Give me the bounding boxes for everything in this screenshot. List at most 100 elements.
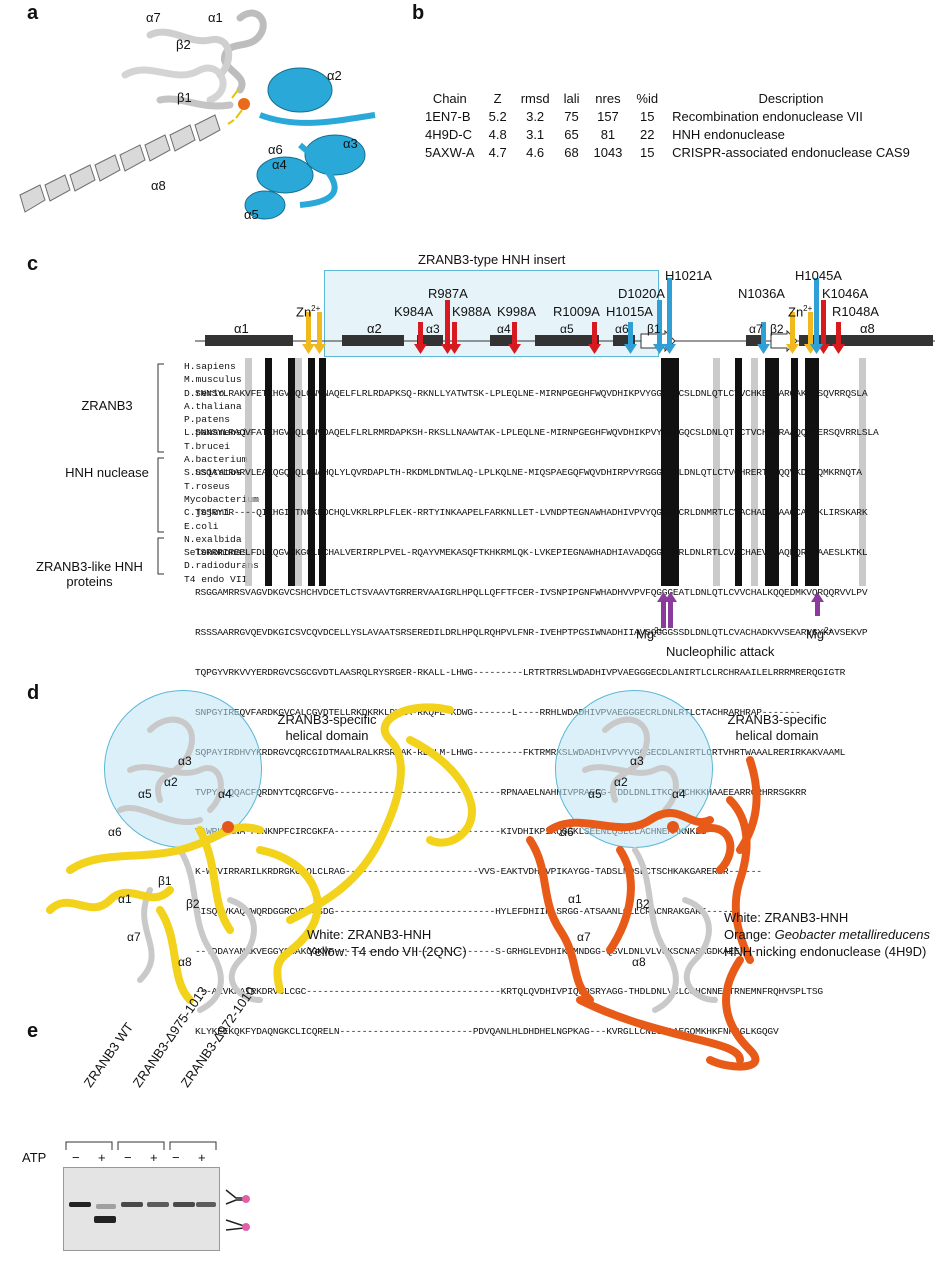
cell: 4.6 <box>526 145 545 160</box>
species-name: P.patens <box>184 414 231 426</box>
d-left-alpha7: α7 <box>127 930 141 944</box>
atp-minus-2: − <box>124 1150 132 1165</box>
ss-alpha6: α6 <box>615 322 629 336</box>
d-right-alpha1: α1 <box>568 892 582 906</box>
header-chain: Chain <box>432 91 467 106</box>
zn-label-left: Zn2+ <box>296 304 321 320</box>
mg-label-right: Mg2+ <box>806 626 834 642</box>
ss-alpha5: α5 <box>560 322 574 336</box>
sequence-row: TSRRRIREELFDLEQGVCKGCLDCHALVERIRPLPVEL-R… <box>195 547 868 559</box>
d-right-alpha5: α5 <box>588 787 602 801</box>
group-brackets <box>157 363 164 575</box>
cell: 81 <box>600 127 616 142</box>
sequence-row: RSGGAMRRSVAGVDKGVCSHCHVDCETLCTSVAAVTGRRE… <box>195 587 868 599</box>
header-nres: nres <box>595 91 621 106</box>
sequence-row: TSSRYIR----QIEHGICTNCKLDCHQLVKRLRPLFLEK-… <box>195 507 868 519</box>
domain-label-left-2: helical domain <box>285 728 369 743</box>
cell: 4.8 <box>488 127 507 142</box>
atp-plus-1: + <box>98 1150 106 1165</box>
species-name: T4 endo VII <box>184 573 248 585</box>
sequence-row: SQPAYIRDHVYKRDRGVCQRCGIDTMAALRALKRSRGAK-… <box>195 746 846 758</box>
sequence-row: --YDDAYANAKVEGGYQCAKCGKVF---------------… <box>195 946 757 958</box>
ss-beta2: β2 <box>770 322 784 336</box>
d-right-alpha8: α8 <box>632 955 646 969</box>
gel-image <box>63 1167 220 1251</box>
species-name: D.rerio <box>184 387 225 399</box>
right-caption-2: Orange: Geobacter metallireducens <box>724 927 930 942</box>
mg-arrows <box>657 592 824 628</box>
species-name: T.roseus <box>184 480 231 492</box>
d-left-alpha2: α2 <box>164 775 178 789</box>
label-alpha7: α7 <box>146 10 161 25</box>
cell: 3.1 <box>526 127 545 142</box>
cell: 157 <box>597 109 619 124</box>
right-caption-3: HNH nicking endonuclease (4H9D) <box>724 944 927 959</box>
mut-R1048A: R1048A <box>832 304 879 319</box>
mut-R987A: R987A <box>428 286 468 301</box>
header-rmsd: rmsd <box>520 91 550 106</box>
d-right-alpha4: α4 <box>672 787 686 801</box>
ss-alpha1: α1 <box>234 321 249 336</box>
lane-brackets <box>65 1141 217 1150</box>
species-name: E.coli <box>184 520 219 532</box>
label-alpha8: α8 <box>151 178 166 193</box>
d-left-alpha6: α6 <box>108 825 122 839</box>
atp-minus-1: − <box>72 1150 80 1165</box>
species-name: S.usitatus <box>184 467 242 479</box>
mut-K988A: K988A <box>452 304 492 319</box>
cell: CRISPR-associated endonuclease CAS9 <box>672 145 910 160</box>
species-name: M.musculus <box>184 374 242 386</box>
left-superposition <box>46 703 476 1013</box>
sequence-row: SNPGYIREQVFARDKGVCALCGVDTELLRKDKRKLDYKA-… <box>195 706 801 718</box>
species-name: Mycobacterium <box>184 493 259 505</box>
cell: 5.2 <box>488 109 507 124</box>
cell: 65 <box>564 127 579 142</box>
group-hnh-nuclease: HNH nuclease <box>65 465 149 480</box>
species-name: N.exalbida <box>184 533 242 545</box>
species-name: C.jejuni <box>184 507 231 519</box>
sequence-row: SNNSYLRAQVFATEHGVCQLCNVDAQELFLRLRMRDAPKS… <box>195 427 879 439</box>
cell: HNH endonuclease <box>672 127 785 142</box>
d-right-alpha3: α3 <box>630 754 644 768</box>
d-left-beta1: β1 <box>158 874 172 888</box>
panel-label-a: a <box>27 2 39 24</box>
atp-plus-2: + <box>150 1150 158 1165</box>
gel-band <box>96 1204 116 1209</box>
gel-band <box>147 1202 169 1207</box>
label-alpha2: α2 <box>327 68 342 83</box>
mut-D1020A: D1020A <box>618 286 665 301</box>
panel-label-e: e <box>27 1020 39 1042</box>
d-left-alpha1: α1 <box>118 892 132 906</box>
domain-label-left-1: ZRANB3-specific <box>277 712 377 727</box>
species-name: A.bacterium <box>184 454 248 466</box>
cell: 1043 <box>593 145 623 160</box>
species-name: L.panamensis <box>184 427 254 439</box>
cell: 68 <box>564 145 579 160</box>
label-beta2: β2 <box>176 37 191 52</box>
ss-beta1: β1 <box>647 322 661 336</box>
left-caption-1: White: ZRANB3-HNH <box>307 927 432 942</box>
ss-alpha8: α8 <box>860 321 875 336</box>
d-left-alpha4: α4 <box>218 787 232 801</box>
ss-alpha2: α2 <box>367 321 382 336</box>
table-header-row: Chain Z rmsd lali nres %id Description <box>418 90 917 108</box>
nucleophilic-attack-label: Nucleophilic attack <box>666 644 775 659</box>
domain-label-right-1: ZRANB3-specific <box>727 712 827 727</box>
d-right-beta2: β2 <box>636 897 650 911</box>
cyan-helices <box>244 67 376 220</box>
cell: 3.2 <box>526 109 545 124</box>
panel-label-d: d <box>27 682 40 704</box>
right-superposition <box>526 716 761 1071</box>
d-left-beta2: β2 <box>186 897 200 911</box>
cell: 22 <box>640 127 655 142</box>
d-right-alpha2: α2 <box>614 775 628 789</box>
d-left-alpha5: α5 <box>138 787 152 801</box>
table-row: 1EN7-B 5.2 3.2 75 157 15 Recombination e… <box>418 108 917 126</box>
mut-K998A: K998A <box>497 304 537 319</box>
header-pid: %id <box>636 91 659 106</box>
d-left-alpha8: α8 <box>178 955 192 969</box>
cell: Recombination endonuclease VII <box>672 109 863 124</box>
ss-alpha7: α7 <box>749 322 763 336</box>
mut-K1046A: K1046A <box>822 286 869 301</box>
cell: 1EN7-B <box>425 109 471 124</box>
